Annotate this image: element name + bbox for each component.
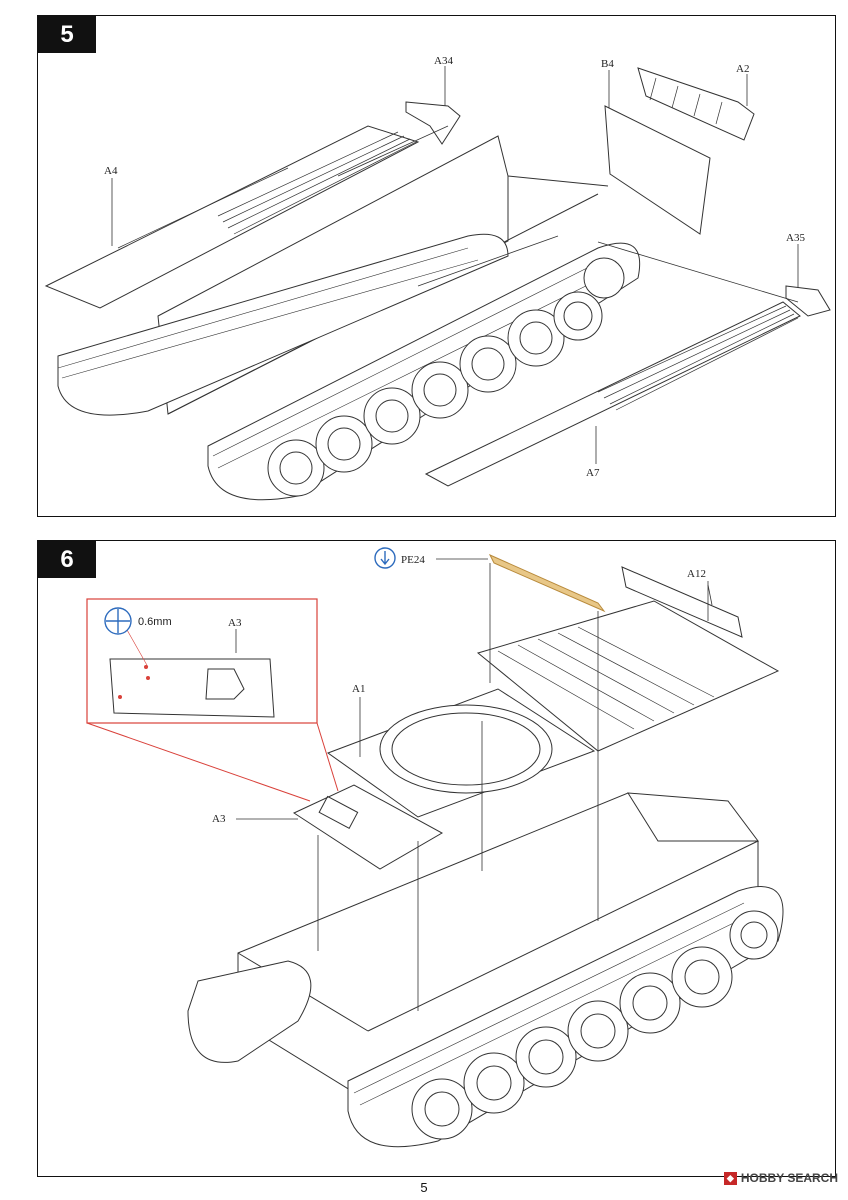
label-a3-inset: A3 [228, 617, 242, 629]
engine-deck [476, 600, 780, 752]
step-5-illustration: A34 B4 A2 A4 A35 A7 [44, 55, 831, 501]
road-wheels [267, 257, 625, 497]
label-a35: A35 [786, 232, 805, 244]
part-pe24-fret [488, 553, 606, 613]
watermark: ◆ HOBBY SEARCH [723, 1171, 838, 1185]
fender-a4 [44, 125, 420, 309]
drill-icon [104, 607, 132, 635]
left-track [187, 960, 312, 1063]
part-a12 [621, 566, 743, 638]
label-a4: A4 [104, 165, 118, 177]
part-a34 [405, 101, 461, 145]
step-5-number: 5 [38, 16, 96, 53]
drill-size-label: 0.6mm [138, 616, 172, 628]
road-wheels [411, 910, 779, 1140]
label-a1: A1 [352, 683, 365, 695]
label-a2: A2 [736, 63, 749, 75]
part-b4 [604, 105, 711, 235]
label-a3: A3 [212, 813, 226, 825]
label-a34: A34 [434, 55, 453, 67]
inset-cutout [205, 668, 245, 700]
watermark-text: HOBBY SEARCH [740, 1171, 838, 1185]
step-6-number: 6 [38, 541, 96, 578]
page-number: 5 [420, 1180, 428, 1195]
step-6-illustration: 0.6mm A3 PE24 A12 A1 A3 [86, 547, 784, 1148]
part-a35 [785, 285, 831, 317]
step-5-panel: 5 [37, 15, 836, 517]
turret-ring [379, 704, 553, 794]
label-a12: A12 [687, 568, 706, 580]
label-pe24: PE24 [401, 554, 425, 566]
left-track [57, 233, 509, 416]
part-a3 [292, 784, 444, 870]
label-a7: A7 [586, 467, 600, 479]
part-a2 [637, 67, 755, 141]
hobby-search-logo-icon: ◆ [723, 1171, 737, 1185]
label-b4: B4 [601, 58, 614, 70]
step-6-panel: 6 0.6mm A3 PE24 A12 A1 A3 [37, 540, 836, 1177]
pe24-icon [374, 547, 396, 569]
